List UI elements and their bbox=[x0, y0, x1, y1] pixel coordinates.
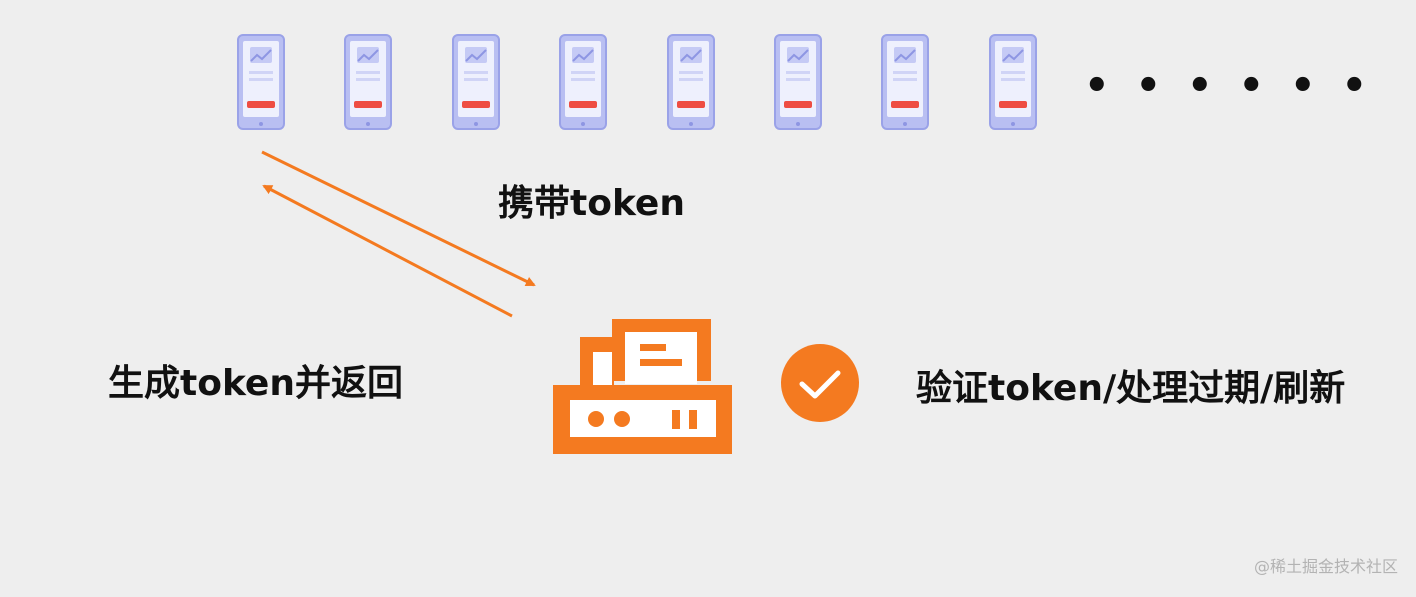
carry-token-label: 携带token bbox=[498, 183, 685, 224]
request-arrow bbox=[261, 150, 536, 287]
client-devices-row bbox=[237, 34, 1037, 130]
mobile-phone-icon bbox=[881, 34, 929, 130]
verify-token-label: 验证token/处理过期/刷新 bbox=[916, 368, 1346, 409]
mobile-phone-icon bbox=[559, 34, 607, 130]
response-arrow bbox=[262, 184, 513, 318]
mobile-phone-icon bbox=[452, 34, 500, 130]
mobile-phone-icon bbox=[989, 34, 1037, 130]
mobile-phone-icon bbox=[344, 34, 392, 130]
more-devices-ellipsis: • • • • • • bbox=[1084, 63, 1374, 109]
generate-token-label: 生成token并返回 bbox=[108, 363, 403, 404]
mobile-phone-icon bbox=[237, 34, 285, 130]
watermark: @稀土掘金技术社区 bbox=[1253, 557, 1398, 576]
mobile-phone-icon bbox=[667, 34, 715, 130]
mobile-phone-icon bbox=[774, 34, 822, 130]
server-icon bbox=[553, 319, 732, 454]
checkmark-icon bbox=[781, 344, 859, 422]
